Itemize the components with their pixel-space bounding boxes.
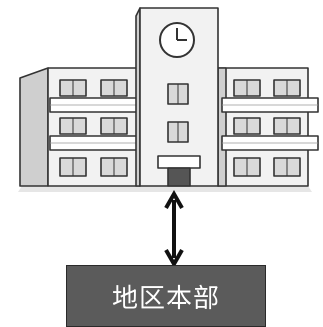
clock-icon: [159, 22, 195, 58]
entrance-canopy: [157, 155, 201, 169]
school-building-icon: [18, 7, 319, 192]
building-ground: [18, 186, 312, 192]
district-hq-label: 地区本部: [111, 283, 220, 314]
entrance-door: [167, 167, 191, 187]
left-wing: [19, 67, 151, 187]
right-wing: [217, 67, 319, 187]
district-hq-box: 地区本部: [66, 265, 266, 327]
clock-tower: [135, 7, 219, 187]
